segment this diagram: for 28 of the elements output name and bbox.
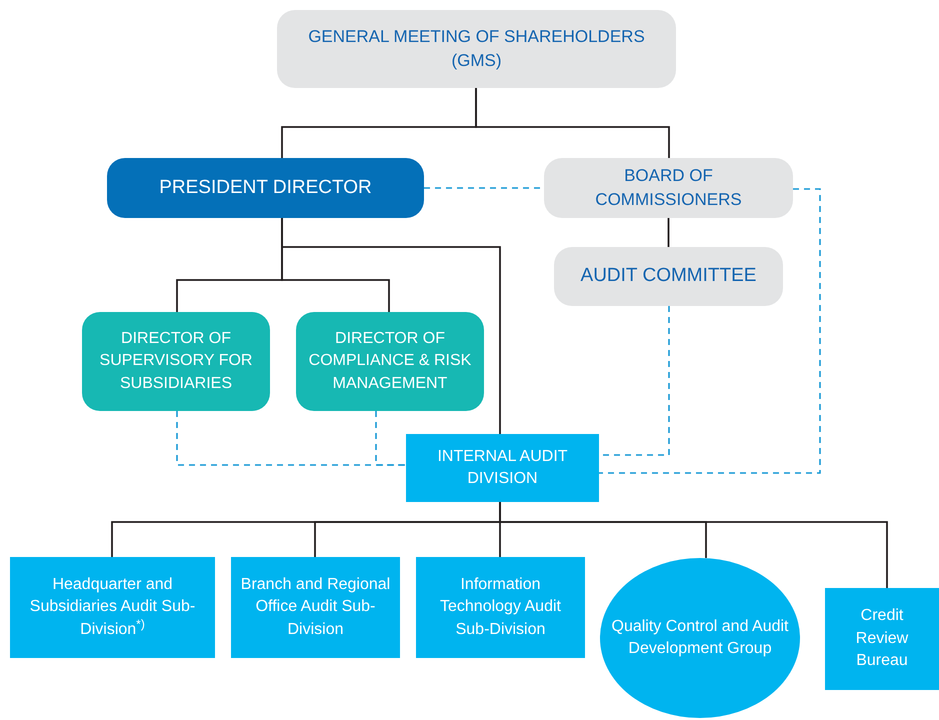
node-label: BOARD OF COMMISSIONERS	[594, 165, 743, 211]
director-box	[296, 312, 484, 411]
sub-division-box	[10, 557, 215, 658]
sub-division-box	[231, 557, 400, 658]
connector-line	[281, 218, 501, 434]
bureau-box	[825, 588, 939, 690]
sub-division-box	[416, 557, 585, 658]
director-box	[82, 312, 270, 411]
node-label: Headquarter and Subsidiaries Audit Sub-Division$^{*)}$	[28, 574, 196, 640]
node-label: Quality Control and Audit Development Group	[610, 616, 790, 659]
committee-box	[554, 247, 783, 306]
node-label: Information Technology Audit Sub-Division	[439, 574, 562, 640]
dashed-connector	[599, 188, 821, 474]
node-label: Branch and Regional Office Audit Sub-Division	[240, 574, 392, 640]
division-box	[406, 434, 599, 502]
dashed-connector	[375, 411, 406, 466]
node-label: INTERNAL AUDIT DIVISION	[436, 446, 569, 489]
node-label: GENERAL MEETING OF SHAREHOLDERS (GMS)	[307, 26, 646, 72]
connector-line	[475, 88, 670, 158]
board-box	[544, 158, 793, 218]
governance-box	[277, 10, 676, 88]
node-label: DIRECTOR OF COMPLIANCE & RISK MANAGEMENT	[308, 328, 472, 394]
node-label: Credit Review Bureau	[854, 606, 910, 672]
executive-box	[107, 158, 424, 218]
node-label: DIRECTOR OF SUPERVISORY FOR SUBSIDIARIES	[98, 328, 254, 394]
node-label: PRESIDENT DIRECTOR	[159, 176, 372, 200]
node-label: AUDIT COMMITTEE	[580, 264, 756, 288]
connector-line	[668, 218, 670, 247]
